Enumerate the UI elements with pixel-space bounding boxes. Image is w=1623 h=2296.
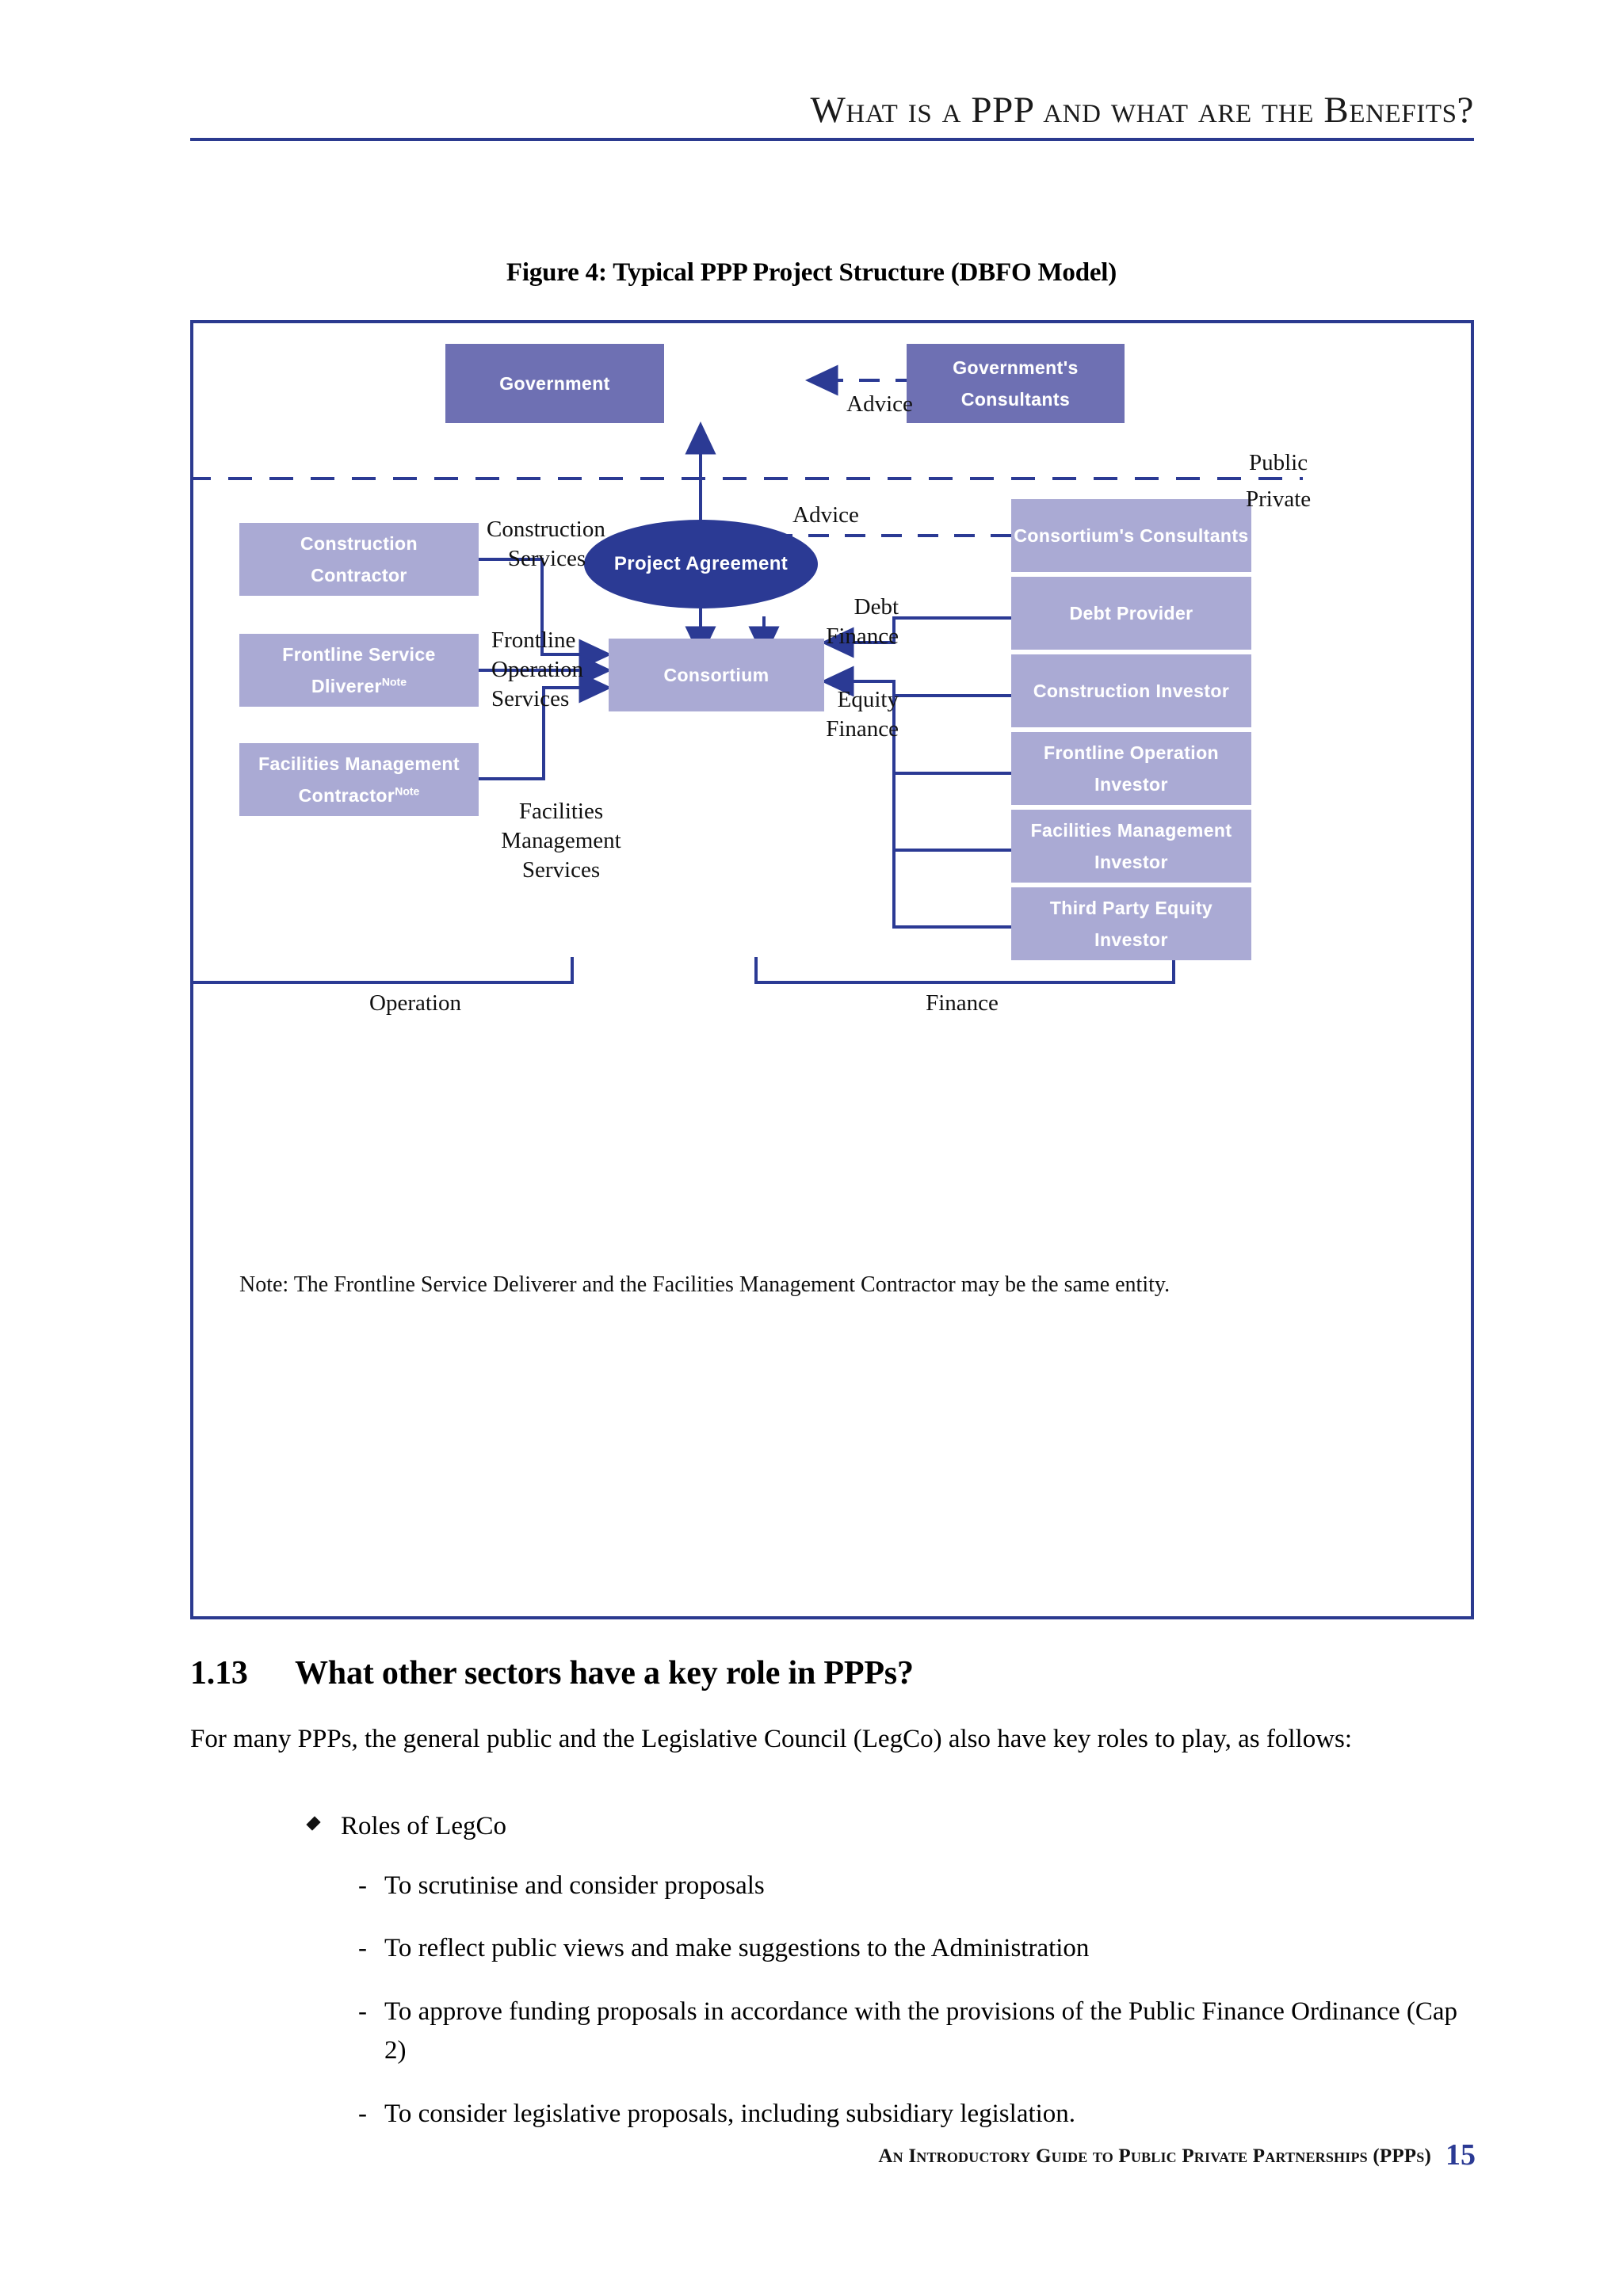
node-construction-contractor-line1: Construction	[300, 532, 418, 554]
figure-caption: Figure 4: Typical PPP Project Structure …	[506, 258, 1117, 287]
list-item-label: Roles of LegCo	[341, 1812, 506, 1840]
node-consortiums-consultants-label: Consortium's Consultants	[1014, 524, 1249, 546]
sub-list: - To scrutinise and consider proposals -…	[190, 1867, 1482, 2134]
edge-label-private: Private	[1246, 486, 1312, 512]
node-construction-contractor[interactable]: Construction Contractor	[239, 523, 479, 596]
node-third-party-equity-investor-line1: Third Party Equity	[1049, 897, 1213, 918]
section-number: 1.13	[190, 1655, 248, 1691]
list-item-label: To consider legislative proposals, inclu…	[384, 2099, 1076, 2128]
dash-bullet-icon: -	[358, 1934, 367, 1963]
node-facilities-management-contractor-line2: ContractorNote	[299, 780, 420, 811]
edge-label-construction-services-line1: Construction	[487, 517, 605, 542]
section-heading: 1.13 What other sectors have a key role i…	[190, 1654, 1474, 1692]
edge-label-frontline-operation-services: Frontline Operation Services	[491, 626, 642, 714]
node-frontline-operation-investor-line2: Investor	[1094, 774, 1168, 795]
edge-label-facilities-management-services-line2: Management	[501, 828, 621, 854]
node-consortiums-consultants[interactable]: Consortium's Consultants	[1011, 499, 1251, 572]
node-project-agreement[interactable]: Project Agreement	[584, 520, 818, 608]
node-debt-provider-label: Debt Provider	[1069, 602, 1193, 624]
section-intro-paragraph: For many PPPs, the general public and th…	[190, 1725, 1353, 1753]
edge-label-debt-finance: Debt Finance	[799, 593, 899, 651]
edge-label-construction-services: Construction Services	[487, 515, 645, 574]
edge-label-equity-finance-line1: Equity	[837, 687, 899, 712]
node-frontline-operation-investor-line1: Frontline Operation	[1044, 742, 1219, 763]
edge-label-construction-services-line2: Services	[507, 546, 586, 572]
edge-label-frontline-operation-services-line1: Frontline	[491, 627, 576, 653]
edge-label-frontline-operation-services-line2: Operation	[491, 657, 583, 683]
list-item-label: To approve funding proposals in accordan…	[384, 1997, 1457, 2065]
page-footer: An Introductory Guide to Public Private …	[190, 2138, 1476, 2172]
edge-label-facilities-management-services: Facilities Management Services	[488, 797, 634, 885]
node-frontline-service-deliverer-line1: Frontline Service	[282, 643, 436, 665]
node-frontline-operation-investor[interactable]: Frontline Operation Investor	[1011, 732, 1251, 805]
edge-label-facilities-management-services-line1: Facilities	[518, 799, 604, 824]
node-construction-contractor-line2: Contractor	[311, 565, 407, 585]
list-item: - To consider legislative proposals, inc…	[190, 2095, 1482, 2134]
node-consortium[interactable]: Consortium	[609, 639, 824, 711]
node-frontline-service-deliverer-line2-text: Dliverer	[311, 676, 382, 696]
edge-label-advice-consortium: Advice	[792, 502, 859, 528]
node-governments-consultants[interactable]: Government's Consultants	[907, 344, 1125, 423]
dash-bullet-icon: -	[358, 1997, 367, 2026]
page-number: 15	[1445, 2138, 1476, 2172]
edge-label-debt-finance-line1: Debt	[854, 594, 899, 620]
list-item: - To approve funding proposals in accord…	[190, 1993, 1482, 2071]
edge-label-advice-government: Advice	[846, 391, 913, 417]
list-item-roles-of-legco: Roles of LegCo	[190, 1808, 1482, 1846]
node-government[interactable]: Government	[445, 344, 664, 423]
header-divider	[190, 138, 1474, 141]
edge-label-equity-finance-line2: Finance	[826, 716, 899, 742]
node-governments-consultants-line2: Consultants	[960, 389, 1071, 410]
dash-bullet-icon: -	[358, 1871, 367, 1900]
edge-label-equity-finance: Equity Finance	[799, 685, 899, 744]
list-item: - To reflect public views and make sugge…	[190, 1929, 1482, 1969]
section-heading-text: What other sectors have a key role in PP…	[295, 1655, 914, 1691]
node-facilities-management-investor-line2: Investor	[1094, 852, 1168, 872]
note-superscript: Note	[381, 675, 407, 688]
edge-label-debt-finance-line2: Finance	[826, 624, 899, 650]
note-superscript: Note	[395, 784, 420, 798]
node-debt-provider[interactable]: Debt Provider	[1011, 577, 1251, 650]
page-header: What is a PPP and what are the Benefits?	[190, 70, 1474, 141]
footer-title: An Introductory Guide to Public Private …	[878, 2145, 1431, 2167]
node-third-party-equity-investor-line2: Investor	[1094, 929, 1168, 950]
node-facilities-management-investor-line1: Facilities Management	[1030, 819, 1232, 841]
edge-label-public: Public	[1249, 450, 1308, 475]
node-frontline-service-deliverer[interactable]: Frontline Service DlivererNote	[239, 634, 479, 707]
node-consortium-label: Consortium	[663, 664, 769, 685]
figure-note: Note: The Frontline Service Deliverer an…	[239, 1272, 1170, 1297]
page-title: What is a PPP and what are the Benefits?	[810, 90, 1474, 131]
bullet-block: Roles of LegCo - To scrutinise and consi…	[190, 1808, 1482, 2157]
bracket-label-finance: Finance	[926, 990, 999, 1016]
bracket-label-operation: Operation	[369, 990, 461, 1016]
diagram-connectors	[193, 364, 1303, 984]
list-item-label: To reflect public views and make suggest…	[384, 1934, 1090, 1963]
node-project-agreement-label: Project Agreement	[613, 553, 789, 574]
node-facilities-management-contractor-line2-text: Contractor	[298, 785, 395, 806]
dash-bullet-icon: -	[358, 2099, 367, 2128]
node-governments-consultants-line1: Government's	[953, 357, 1079, 378]
node-facilities-management-investor[interactable]: Facilities Management Investor	[1011, 810, 1251, 883]
node-construction-investor[interactable]: Construction Investor	[1011, 654, 1251, 727]
node-construction-investor-label: Construction Investor	[1033, 680, 1230, 701]
edge-label-frontline-operation-services-line3: Services	[491, 686, 570, 712]
node-facilities-management-contractor-line1: Facilities Management	[258, 753, 460, 774]
list-item-label: To scrutinise and consider proposals	[384, 1871, 765, 1900]
node-facilities-management-contractor[interactable]: Facilities Management ContractorNote	[239, 743, 479, 816]
node-government-label: Government	[499, 372, 610, 394]
node-frontline-service-deliverer-line2: DlivererNote	[311, 670, 407, 702]
figure-container: Government Government's Consultants Proj…	[190, 320, 1474, 1619]
edge-label-facilities-management-services-line3: Services	[521, 857, 601, 883]
diamond-bullet-icon	[306, 1816, 321, 1831]
list-item: - To scrutinise and consider proposals	[190, 1867, 1482, 1906]
node-third-party-equity-investor[interactable]: Third Party Equity Investor	[1011, 887, 1251, 960]
